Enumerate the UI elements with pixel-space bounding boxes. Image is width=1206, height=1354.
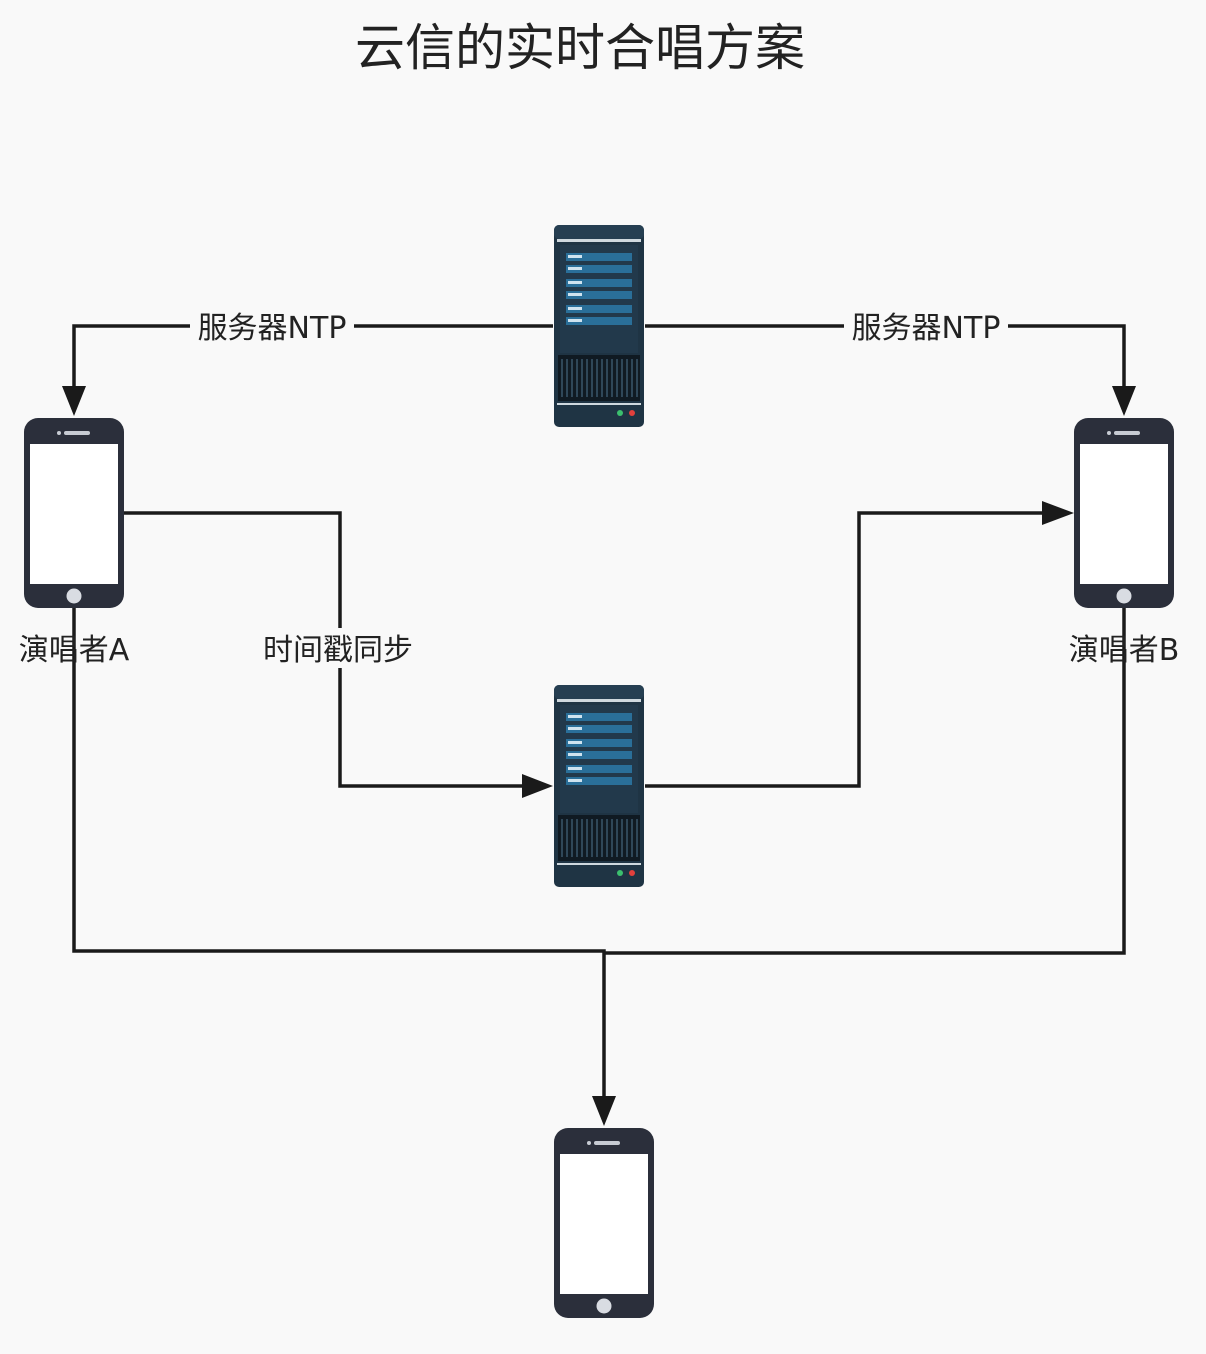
node-label-singer-a: 演唱者A [19,633,130,668]
node-label-singer-b: 演唱者B [1069,633,1180,668]
node-audience[interactable] [554,1128,654,1318]
edge-ntp-to-singer-a: 服务器NTP [62,308,553,416]
phone-icon [24,418,124,608]
edge-ntp-to-singer-b: 服务器NTP [645,308,1136,416]
edge-label-timestamp-sync: 时间戳同步 [263,633,413,668]
edge-sync-server-to-singer-b [645,501,1074,788]
node-singer-b[interactable]: 演唱者B [1069,418,1180,668]
edge-singer-a-to-audience [72,608,606,1098]
edge-singer-b-to-audience [592,608,1126,1126]
arrowhead [592,1096,616,1126]
node-ntp-server[interactable] [553,225,645,427]
node-singer-a[interactable]: 演唱者A [19,418,130,668]
phone-icon [554,1128,654,1318]
server-icon [553,225,645,427]
node-sync-server[interactable] [553,685,645,887]
edge-label-ntp-a: 服务器NTP [198,311,347,346]
arrowhead [62,386,86,416]
edge-label-ntp-b: 服务器NTP [852,311,1001,346]
server-icon [553,685,645,887]
edge-singer-a-to-sync-server: 时间戳同步 [124,511,553,798]
arrowhead [522,774,553,798]
diagram-title: 云信的实时合唱方案 [355,19,805,77]
arrowhead [1042,501,1074,525]
phone-icon [1074,418,1174,608]
arrowhead [1112,386,1136,416]
